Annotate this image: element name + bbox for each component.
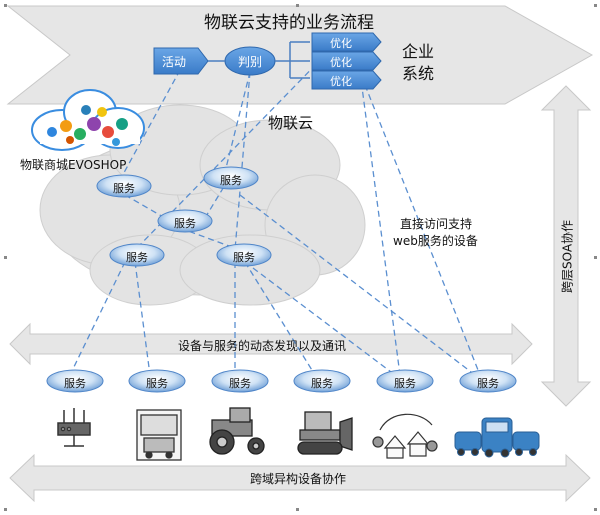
selection-handle xyxy=(296,508,299,511)
cross-domain-arrow xyxy=(9,453,591,503)
direct-access-label: web服务的设备 xyxy=(393,234,478,248)
cloud-service-node xyxy=(203,166,259,190)
device-service-node xyxy=(46,369,104,393)
business-process-arrow xyxy=(6,5,594,105)
activity-node xyxy=(153,47,209,75)
vehicles-icon xyxy=(454,417,540,458)
cloud-service-label: 服务 xyxy=(126,251,148,264)
optimize-node xyxy=(311,70,382,90)
enterprise-system-label: 企业 xyxy=(402,42,435,61)
kiosk-icon xyxy=(136,409,182,461)
activity-label: 活动 xyxy=(162,55,187,69)
device-service-label: 服务 xyxy=(64,377,86,390)
connector-line xyxy=(124,194,166,219)
village-icon xyxy=(372,413,438,459)
device-service-node xyxy=(293,369,351,393)
discovery-label: 设备与服务的动态发现以及通讯 xyxy=(178,339,347,353)
selection-handle xyxy=(594,4,597,7)
direct-access-label: 直接访问支持 xyxy=(400,217,473,231)
connector-line xyxy=(224,71,251,173)
cloud-service-node xyxy=(157,209,213,233)
optimize-label: 优化 xyxy=(330,37,352,50)
connector-line xyxy=(364,84,481,376)
connector-line xyxy=(119,69,181,181)
cloud-label: 物联云 xyxy=(268,114,314,132)
device-service-label: 服务 xyxy=(394,377,416,390)
connector-line xyxy=(134,261,151,376)
connector-line xyxy=(359,71,401,376)
bulldozer-icon xyxy=(297,411,353,455)
cloud-service-node xyxy=(96,174,152,198)
optimize-node xyxy=(311,32,382,52)
cloud-service-label: 服务 xyxy=(174,217,196,230)
device-service-node xyxy=(211,369,269,393)
device-service-node xyxy=(128,369,186,393)
cross-domain-label: 跨域异构设备协作 xyxy=(250,472,347,486)
optimize-node xyxy=(311,51,382,71)
cloud-service-label: 服务 xyxy=(113,182,135,195)
enterprise-system-label: 系统 xyxy=(402,64,435,83)
router-icon xyxy=(57,408,91,447)
selection-handle xyxy=(594,256,597,259)
soa-vertical-arrow xyxy=(540,85,592,407)
selection-handle xyxy=(594,508,597,511)
diagram-title: 物联云支持的业务流程 xyxy=(204,13,374,33)
cloud-service-node xyxy=(109,243,165,267)
connector-line xyxy=(69,261,126,376)
connector-line xyxy=(244,261,316,376)
selection-handle xyxy=(4,4,7,7)
cloud-service-node xyxy=(216,243,272,267)
optimize-label: 优化 xyxy=(330,56,352,69)
cloud-service-label: 服务 xyxy=(220,174,242,187)
tractor-icon xyxy=(209,407,265,455)
optimize-label: 优化 xyxy=(330,75,352,88)
selection-handle xyxy=(4,508,7,511)
connector-line xyxy=(204,184,226,219)
decision-label: 判别 xyxy=(238,55,263,69)
mall-label: 物联商城EVOSHOP xyxy=(20,158,127,172)
device-service-label: 服务 xyxy=(477,377,499,390)
selection-handle xyxy=(4,256,7,259)
device-service-node xyxy=(376,369,434,393)
connector-line xyxy=(244,261,396,376)
discovery-arrow xyxy=(9,322,533,366)
flow-bracket xyxy=(275,41,310,79)
device-service-label: 服务 xyxy=(229,377,251,390)
cloud-service-label: 服务 xyxy=(233,251,255,264)
device-service-label: 服务 xyxy=(146,377,168,390)
mall-cloud-icon xyxy=(31,89,145,151)
device-service-node xyxy=(459,369,517,393)
selection-handle xyxy=(296,4,299,7)
device-service-label: 服务 xyxy=(311,377,333,390)
soa-label: 跨层SOA协作 xyxy=(560,219,575,294)
